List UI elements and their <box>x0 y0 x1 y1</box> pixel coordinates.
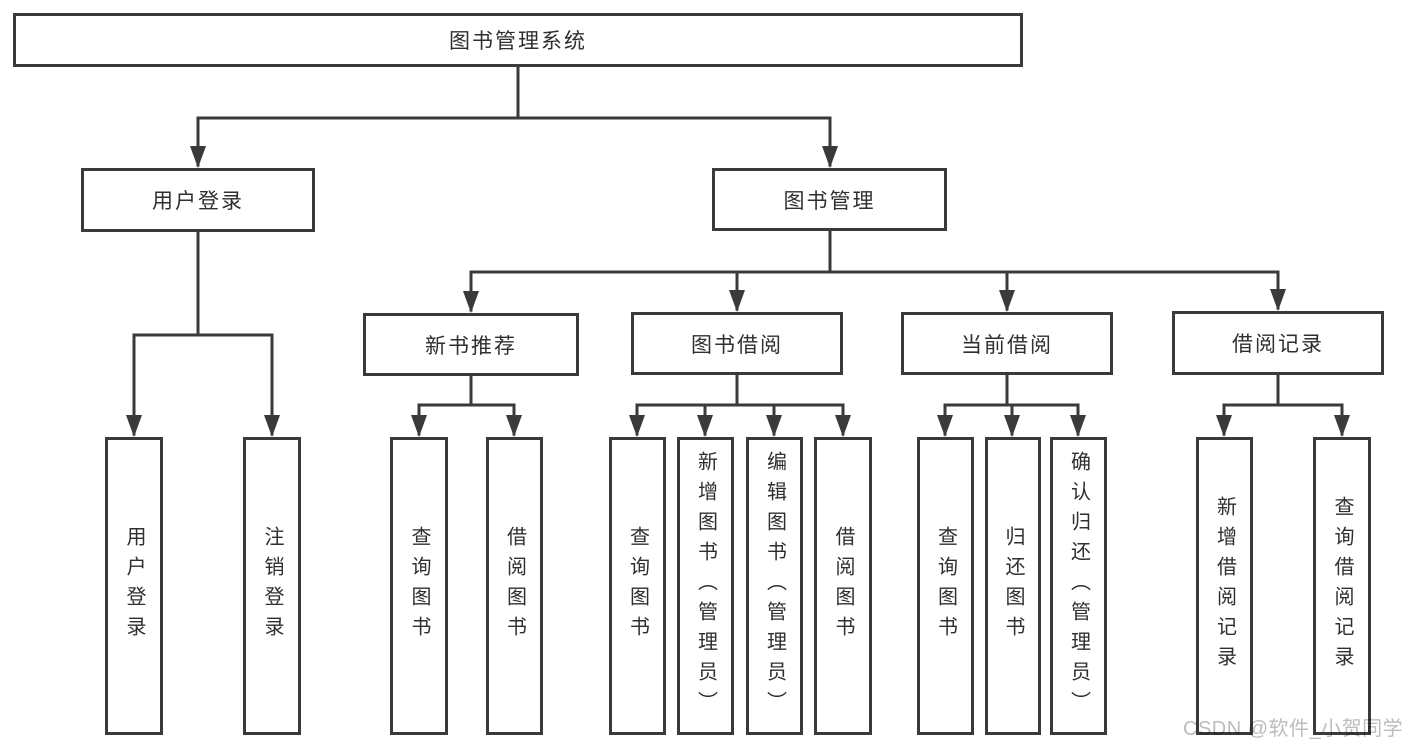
leaf-records-query-record: 查询借阅记录 <box>1313 437 1371 735</box>
leaf-current-confirm-return-admin: 确认归还（管理员） <box>1050 437 1107 735</box>
node-current-borrow: 当前借阅 <box>901 312 1113 375</box>
leaf-label: 确认归还（管理员） <box>1067 451 1090 721</box>
leaf-current-query-books: 查询图书 <box>917 437 974 735</box>
book-management-connectors <box>463 229 1286 313</box>
leaf-label: 借阅图书 <box>832 526 854 646</box>
leaf-recommend-borrow-books: 借阅图书 <box>486 437 543 735</box>
leaf-borrow-add-books-admin: 新增图书（管理员） <box>677 437 734 735</box>
node-new-book-recommend: 新书推荐 <box>363 313 579 376</box>
leaf-label: 查询图书 <box>626 526 649 646</box>
node-user-login: 用户登录 <box>81 168 315 232</box>
leaf-label: 注销登录 <box>261 526 283 646</box>
leaf-logout: 注销登录 <box>243 437 301 735</box>
leaf-label: 查询图书 <box>408 526 430 646</box>
leaf-label: 编辑图书（管理员） <box>763 451 786 721</box>
leaf-recommend-query-books: 查询图书 <box>390 437 448 735</box>
borrow-records-connectors <box>1216 373 1350 437</box>
user-login-connectors <box>126 230 280 437</box>
leaf-label: 查询借阅记录 <box>1331 496 1353 676</box>
leaf-label: 新增借阅记录 <box>1213 496 1236 676</box>
node-book-borrow: 图书借阅 <box>631 312 843 375</box>
current-borrow-connectors <box>937 373 1086 437</box>
node-borrow-records: 借阅记录 <box>1172 311 1384 375</box>
book-borrow-connectors <box>629 373 851 437</box>
leaf-label: 查询图书 <box>934 526 957 646</box>
leaf-user-login: 用户登录 <box>105 437 163 735</box>
leaf-borrow-edit-books-admin: 编辑图书（管理员） <box>746 437 803 735</box>
leaf-borrow-borrow-books: 借阅图书 <box>814 437 872 735</box>
leaf-label: 借阅图书 <box>503 526 526 646</box>
new-book-recommend-connectors <box>411 374 522 437</box>
leaf-label: 新增图书（管理员） <box>694 451 717 721</box>
leaf-label: 用户登录 <box>123 526 145 646</box>
node-book-management: 图书管理 <box>712 168 947 231</box>
root-to-level2-connectors <box>190 65 838 168</box>
leaf-records-add-record: 新增借阅记录 <box>1196 437 1253 735</box>
leaf-label: 归还图书 <box>1002 526 1024 646</box>
watermark: CSDN @软件_小贺同学 <box>1183 718 1404 740</box>
leaf-current-return-books: 归还图书 <box>985 437 1041 735</box>
leaf-borrow-query-books: 查询图书 <box>609 437 666 735</box>
node-root-system: 图书管理系统 <box>13 13 1023 67</box>
